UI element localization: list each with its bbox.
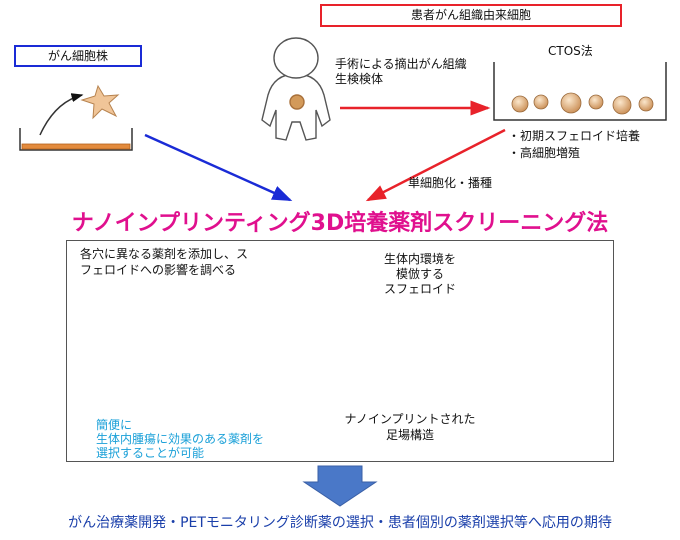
curve-arrow-icon (40, 95, 82, 135)
benefit-text-2: 生体内腫瘍に効果のある薬剤を (96, 432, 264, 447)
spheroid-text-3: スフェロイド (380, 282, 460, 297)
surgery-text-2: 生検検体 (335, 72, 383, 87)
scaffold-text-2: 足場構造 (340, 428, 480, 443)
instruction-text-2: フェロイドへの影響を調べる (80, 263, 236, 278)
benefit-text-3: 選択することが可能 (96, 446, 204, 461)
culture-dish-icon (20, 128, 132, 150)
spheroid-text-2: 模倣する (380, 267, 460, 282)
single-cell-label: 単細胞化・播種 (408, 176, 492, 191)
ctos-label: CTOS法 (548, 44, 593, 59)
instruction-text-1: 各穴に異なる薬剤を添加し、ス (80, 247, 248, 262)
benefit-text-1: 簡便に (96, 418, 132, 433)
ctos-note-1: ・初期スフェロイド培養 (508, 129, 640, 144)
cancer-cell-icon (82, 86, 118, 118)
main-title: ナノインプリンティング3D培養薬剤スクリーニング法 (0, 205, 680, 237)
patient-figure-icon (262, 38, 330, 140)
cell-line-arrow (145, 135, 290, 200)
surgery-text-1: 手術による摘出がん組織 (335, 57, 467, 72)
ctos-note-2: ・高細胞増殖 (508, 146, 580, 161)
big-down-arrow-icon (304, 466, 376, 506)
ctos-dish-icon (494, 62, 666, 120)
cell-line-label: がん細胞株 (14, 45, 142, 67)
spheroid-text-1: 生体内環境を (380, 252, 460, 267)
scaffold-text-1: ナノインプリントされた (340, 412, 480, 427)
application-text: がん治療薬開発・PETモニタリング診断薬の選択・患者個別の薬剤選択等へ応用の期待 (0, 512, 680, 532)
patient-cells-label: 患者がん組織由来細胞 (320, 4, 622, 27)
